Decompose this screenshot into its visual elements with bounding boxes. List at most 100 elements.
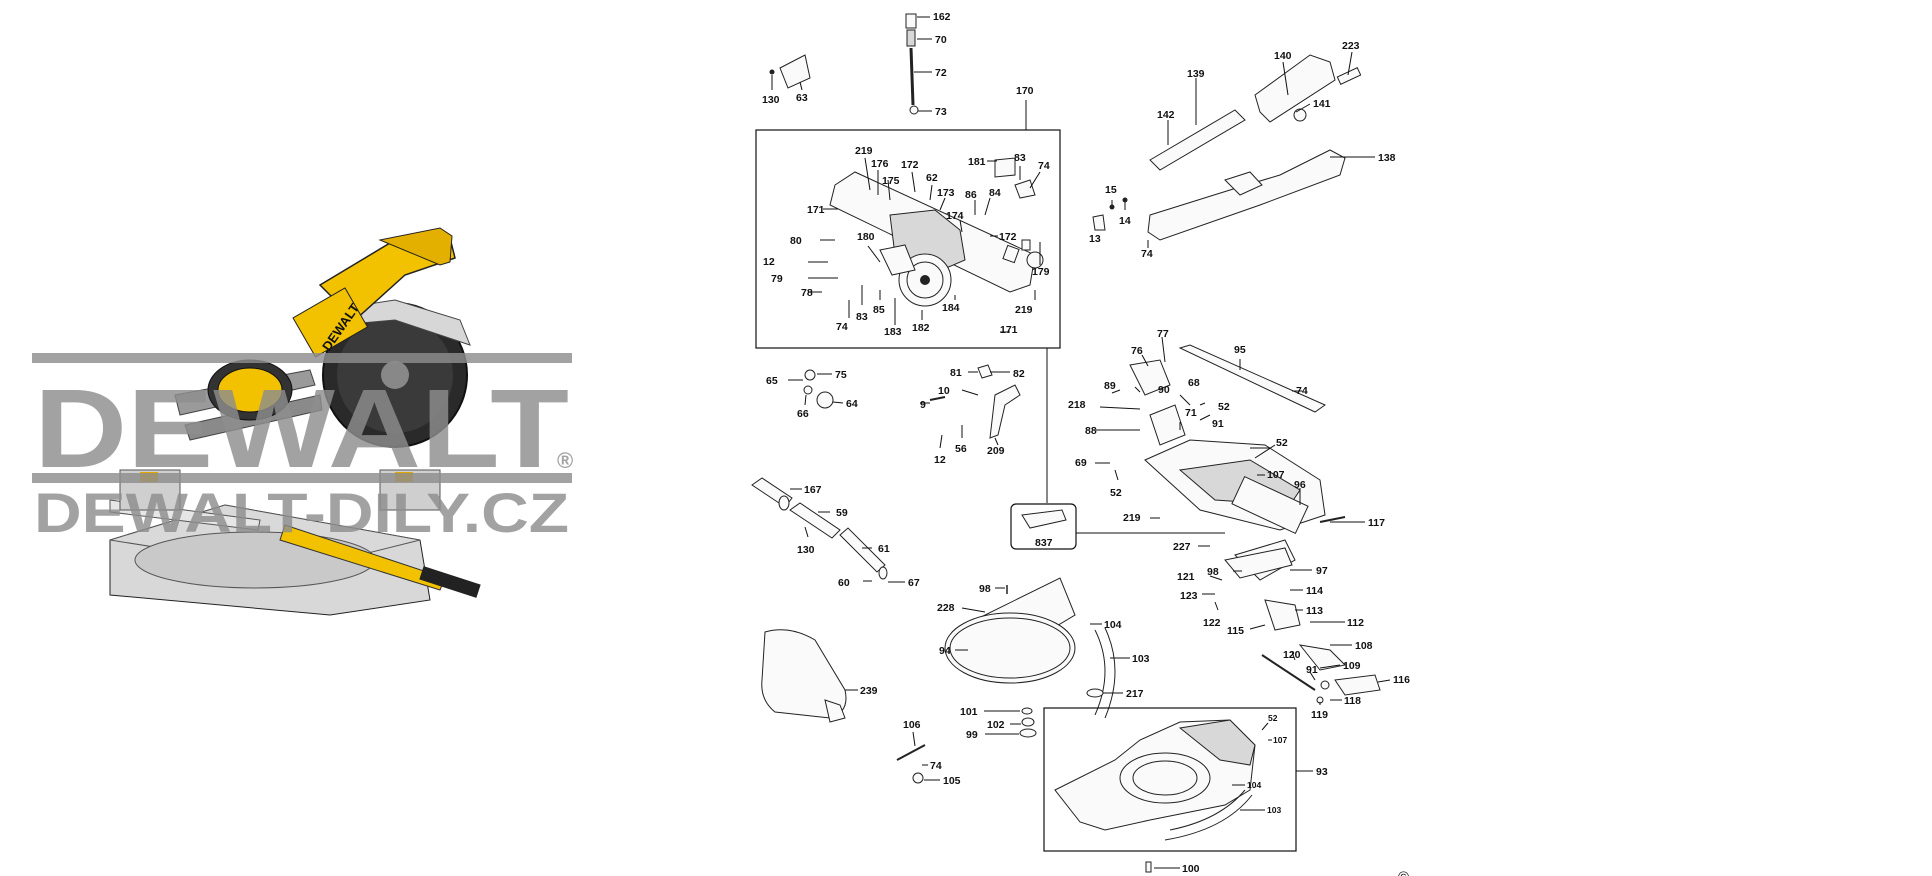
callout-70: 70 bbox=[935, 34, 947, 46]
callout-173: 173 bbox=[937, 187, 955, 199]
part-bevel-lock-group bbox=[1224, 547, 1381, 704]
callout-223: 223 bbox=[1342, 40, 1360, 52]
callout-181: 181 bbox=[968, 156, 986, 168]
callout-79: 79 bbox=[771, 273, 783, 285]
callout-78: 78 bbox=[801, 287, 813, 299]
part-washers bbox=[984, 707, 1037, 738]
part-knob-65 bbox=[788, 369, 844, 409]
callout-106: 106 bbox=[903, 719, 921, 731]
callout-52-low: 52 bbox=[1110, 487, 1122, 499]
part-rod-assembly bbox=[905, 13, 932, 115]
callout-96: 96 bbox=[1294, 479, 1306, 491]
callout-113: 113 bbox=[1306, 605, 1323, 617]
callout-73: 73 bbox=[935, 106, 947, 118]
callout-104-disc: 104 bbox=[1104, 619, 1122, 631]
callout-140: 140 bbox=[1274, 50, 1292, 62]
callout-10: 10 bbox=[938, 385, 950, 397]
callout-130-top: 130 bbox=[762, 94, 780, 106]
arm-assembly-box bbox=[755, 129, 1061, 349]
callout-83-arm-low: 83 bbox=[856, 311, 868, 323]
callout-117: 117 bbox=[1368, 517, 1385, 529]
callout-83-arm: 83 bbox=[1014, 152, 1026, 164]
part-837-box bbox=[1010, 503, 1077, 550]
callout-82: 82 bbox=[1013, 368, 1025, 380]
copyright-mark: © bbox=[1398, 869, 1409, 876]
callout-175: 175 bbox=[882, 175, 900, 187]
part-dust-tubes bbox=[751, 477, 905, 583]
callout-74-table: 74 bbox=[1296, 385, 1308, 397]
callout-218: 218 bbox=[1068, 399, 1086, 411]
callout-95: 95 bbox=[1234, 344, 1246, 356]
part-pin-106 bbox=[896, 731, 940, 784]
callout-227: 227 bbox=[1173, 541, 1191, 553]
callout-118: 118 bbox=[1344, 695, 1361, 707]
callout-60: 60 bbox=[838, 577, 850, 589]
callout-13: 13 bbox=[1089, 233, 1101, 245]
callout-67: 67 bbox=[908, 577, 920, 589]
watermark-site: DEWALT-DILY.CZ bbox=[34, 481, 569, 544]
callout-122: 122 bbox=[1203, 617, 1221, 629]
callout-99: 99 bbox=[966, 729, 978, 741]
callout-52-base: 52 bbox=[1268, 713, 1278, 723]
callout-114: 114 bbox=[1306, 585, 1323, 597]
callout-239: 239 bbox=[860, 685, 878, 697]
callout-141: 141 bbox=[1313, 98, 1331, 110]
watermark-registered: ® bbox=[557, 448, 573, 473]
base-assembly-box bbox=[1043, 707, 1297, 852]
callout-182: 182 bbox=[912, 322, 930, 334]
disc-leaders bbox=[955, 587, 1130, 694]
callout-80: 80 bbox=[790, 235, 802, 247]
callout-97: 97 bbox=[1316, 565, 1328, 577]
callout-100: 100 bbox=[1182, 863, 1200, 875]
callout-12-lever: 12 bbox=[934, 454, 946, 466]
callout-172-top: 172 bbox=[901, 159, 919, 171]
callout-837: 837 bbox=[1035, 537, 1053, 549]
lower-right-leaders bbox=[1198, 545, 1391, 705]
callout-61: 61 bbox=[878, 543, 890, 555]
callout-76: 76 bbox=[1131, 345, 1143, 357]
callout-183: 183 bbox=[884, 326, 902, 338]
callout-52-right: 52 bbox=[1276, 437, 1288, 449]
part-lever-209 bbox=[920, 364, 1021, 449]
callout-109: 109 bbox=[1343, 660, 1361, 672]
table-leaders bbox=[1095, 336, 1365, 523]
callout-12-arm: 12 bbox=[763, 256, 775, 268]
callout-74-arm-low: 74 bbox=[836, 321, 848, 333]
callout-171-arm-low: 171 bbox=[1000, 324, 1018, 336]
callout-119: 119 bbox=[1311, 709, 1328, 721]
callout-228: 228 bbox=[937, 602, 955, 614]
base-box-leaders bbox=[1232, 722, 1313, 811]
callout-101: 101 bbox=[960, 706, 978, 718]
callout-85: 85 bbox=[873, 304, 885, 316]
part-turntable-disc bbox=[944, 577, 1116, 719]
callout-74-pin: 74 bbox=[930, 760, 942, 772]
callout-59: 59 bbox=[836, 507, 848, 519]
part-arm-housing bbox=[829, 157, 1044, 307]
callout-174: 174 bbox=[946, 210, 964, 222]
callout-121: 121 bbox=[1177, 571, 1195, 583]
callout-176: 176 bbox=[871, 158, 889, 170]
callout-107-table: 107 bbox=[1267, 469, 1285, 481]
watermark: DEWALT ® DEWALT-DILY.CZ bbox=[32, 353, 573, 544]
product-photo: DEWALT bbox=[109, 227, 481, 616]
callout-74-fence: 74 bbox=[1141, 248, 1153, 260]
callout-130-tube: 130 bbox=[797, 544, 815, 556]
arm-box-leaders bbox=[808, 157, 1041, 333]
callout-219-arm: 219 bbox=[855, 145, 873, 157]
callout-75: 75 bbox=[835, 369, 847, 381]
callout-108: 108 bbox=[1355, 640, 1373, 652]
callout-9: 9 bbox=[920, 399, 926, 411]
callout-91-table: 91 bbox=[1212, 418, 1224, 430]
callout-116: 116 bbox=[1393, 674, 1410, 686]
callout-89: 89 bbox=[1104, 380, 1116, 392]
callout-71: 71 bbox=[1185, 407, 1197, 419]
callout-180: 180 bbox=[857, 231, 875, 243]
callout-179: 179 bbox=[1032, 266, 1050, 278]
callout-81: 81 bbox=[950, 367, 962, 379]
part-plate-63 bbox=[769, 54, 811, 91]
callout-138: 138 bbox=[1378, 152, 1396, 164]
callout-69: 69 bbox=[1075, 457, 1087, 469]
callout-68: 68 bbox=[1188, 377, 1200, 389]
callout-139: 139 bbox=[1187, 68, 1205, 80]
